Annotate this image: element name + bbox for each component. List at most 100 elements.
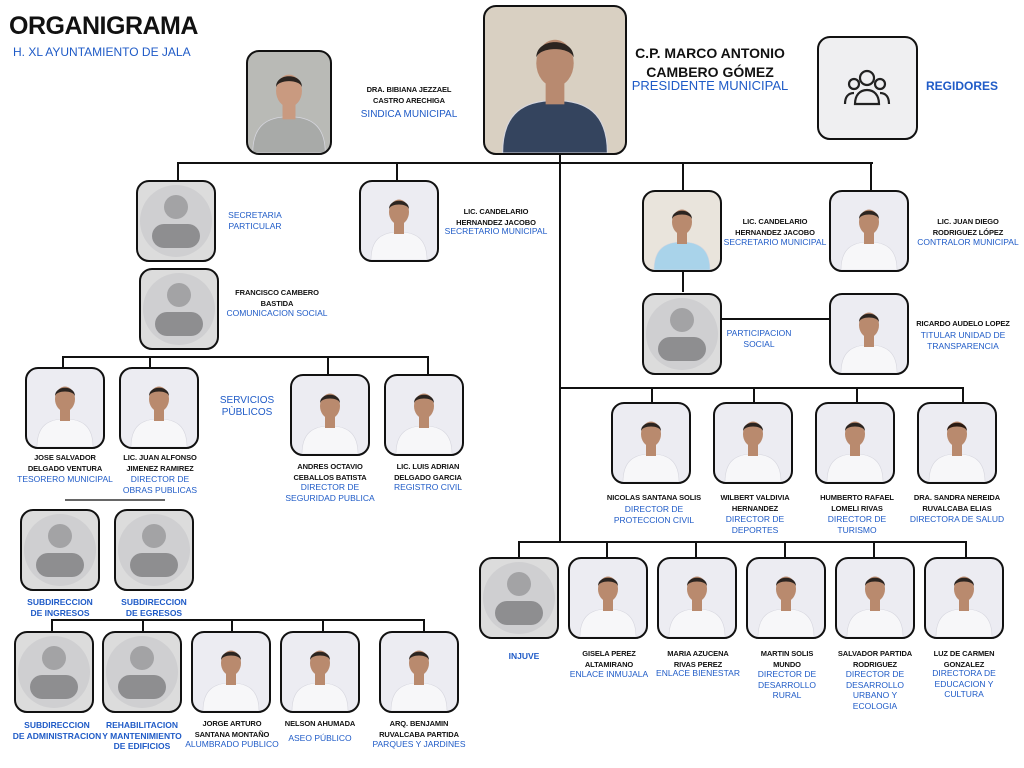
transparencia-name: RICARDO AUDELO LOPEZ — [916, 319, 1010, 328]
alumbrado-title: ALUMBRADO PUBLICO — [185, 739, 279, 749]
aseo-name: NELSON AHUMADA — [284, 719, 356, 728]
sindica-photo — [246, 50, 332, 155]
proteccion-name: NICOLAS SANTANA SOLIS — [606, 493, 702, 502]
person-photo — [935, 576, 993, 637]
avatar-placeholder-icon — [143, 273, 215, 345]
educacion-title: DIRECTORA DE EDUCACION Y CULTURA — [932, 668, 996, 699]
regidores-box[interactable] — [817, 36, 918, 140]
connector-line — [178, 162, 873, 164]
avatar-placeholder-icon — [118, 514, 190, 586]
president-name: C.P. MARCO ANTONIO CAMBERO GÓMEZ — [635, 45, 785, 80]
alumbrado-photo — [191, 631, 271, 713]
connector-line — [870, 162, 872, 191]
person-photo — [291, 650, 349, 711]
rural-photo — [746, 557, 826, 639]
connector-line — [722, 318, 830, 320]
connector-line — [962, 387, 964, 403]
connector-line — [62, 356, 429, 358]
rehabilitacion-title: REHABILITACION Y MANTENIMIENTO DE EDIFIC… — [102, 720, 182, 751]
registro-photo — [384, 374, 464, 456]
connector-line — [695, 541, 697, 558]
obras-name: LIC. JUAN ALFONSO JIMENEZ RAMIREZ — [123, 453, 197, 473]
turismo-photo — [815, 402, 895, 484]
secretario-right-title: SECRETARIO MUNICIPAL — [723, 237, 827, 247]
aseo-title: ASEO PÚBLICO — [288, 733, 352, 743]
bienestar-title: ENLACE BIENESTAR — [656, 668, 740, 678]
alumbrado-name: JORGE ARTURO SANTANA MONTAÑO — [194, 719, 270, 739]
connector-line — [231, 619, 233, 632]
connector-line — [559, 150, 561, 543]
connector-line — [560, 387, 964, 389]
person-photo — [130, 386, 188, 447]
person-photo — [502, 39, 608, 153]
contralor-photo — [829, 190, 909, 272]
secretario-right-name: LIC. CANDELARIO HERNANDEZ JACOBO — [735, 217, 815, 237]
avatar-placeholder-icon — [483, 562, 555, 634]
person-photo — [724, 421, 782, 482]
avatar-placeholder-icon — [646, 298, 718, 370]
connector-line — [62, 356, 64, 368]
person-photo — [757, 576, 815, 637]
urbano-name: SALVADOR PARTIDA RODRIGUEZ — [837, 649, 913, 669]
connector-line — [396, 162, 398, 181]
person-photo — [653, 209, 711, 270]
seguridad-name: ANDRES OCTAVIO CEBALLOS BATISTA — [293, 462, 367, 482]
sindica-name: DRA. BIBIANA JEZZAEL CASTRO ARECHIGA — [366, 85, 452, 105]
comunicacion-title: COMUNICACION SOCIAL — [226, 308, 328, 318]
administracion-photo — [14, 631, 94, 713]
connector-line — [856, 387, 858, 403]
injuve-photo — [479, 557, 559, 639]
participacion-title: PARTICIPACION SOCIAL — [726, 328, 792, 349]
deportes-photo — [713, 402, 793, 484]
administracion-title: SUBDIRECCION DE ADMINISTRACION — [12, 720, 102, 741]
connector-line — [51, 619, 53, 632]
educacion-photo — [924, 557, 1004, 639]
tesorero-photo — [25, 367, 105, 449]
transparencia-photo — [829, 293, 909, 375]
tesorero-name: JOSE SALVADOR DELGADO VENTURA — [27, 453, 103, 473]
ingresos-photo — [20, 509, 100, 591]
connector-line — [965, 541, 967, 558]
avatar-placeholder-icon — [24, 514, 96, 586]
egresos-title: SUBDIRECCION DE EGRESOS — [121, 597, 187, 618]
person-photo — [846, 576, 904, 637]
president-title: PRESIDENTE MUNICIPAL — [631, 78, 789, 93]
connector-line — [65, 499, 165, 501]
inmujala-title: ENLACE INMUJALA — [569, 669, 649, 679]
salud-name: DRA. SANDRA NEREIDA RUVALCABA ELIAS — [913, 493, 1001, 513]
deportes-title: DIRECTOR DE DEPORTES — [725, 514, 785, 535]
person-photo — [395, 393, 453, 454]
rural-name: MARTIN SOLIS MUNDO — [760, 649, 814, 669]
person-photo — [668, 576, 726, 637]
secretario-left-photo — [359, 180, 439, 262]
rehabilitacion-photo — [102, 631, 182, 713]
transparencia-title: TITULAR UNIDAD DE TRANSPARENCIA — [920, 330, 1006, 351]
connector-line — [651, 387, 653, 403]
person-photo — [252, 74, 326, 153]
connector-line — [149, 356, 151, 368]
person-photo — [370, 199, 428, 260]
turismo-name: HUMBERTO RAFAEL LOMELI RIVAS — [820, 493, 894, 513]
aseo-photo — [280, 631, 360, 713]
regidores-label: REGIDORES — [926, 79, 999, 93]
obras-title: DIRECTOR DE OBRAS PUBLICAS — [122, 474, 198, 495]
connector-line — [518, 541, 967, 543]
parques-name: ARQ. BENJAMIN RUVALCABA PARTIDA — [379, 719, 459, 739]
ingresos-title: SUBDIRECCION DE INGRESOS — [27, 597, 93, 618]
educacion-name: LUZ DE CARMEN GONZALEZ — [933, 649, 995, 669]
servicios-publicos-label: SERVICIOS PÙBLICOS — [219, 395, 275, 418]
parques-title: PARQUES Y JARDINES — [372, 739, 466, 749]
connector-line — [142, 619, 144, 632]
comunicacion-photo — [139, 268, 219, 350]
participacion-photo — [642, 293, 722, 375]
secretario-right-photo — [642, 190, 722, 272]
person-photo — [390, 650, 448, 711]
person-photo — [36, 386, 94, 447]
secretaria-particular-photo — [136, 180, 216, 262]
seguridad-title: DIRECTOR DE SEGURIDAD PUBLICA — [285, 482, 375, 503]
avatar-placeholder-icon — [106, 636, 178, 708]
obras-photo — [119, 367, 199, 449]
secretario-left-name: LIC. CANDELARIO HERNANDEZ JACOBO — [456, 207, 536, 227]
person-photo — [840, 209, 898, 270]
